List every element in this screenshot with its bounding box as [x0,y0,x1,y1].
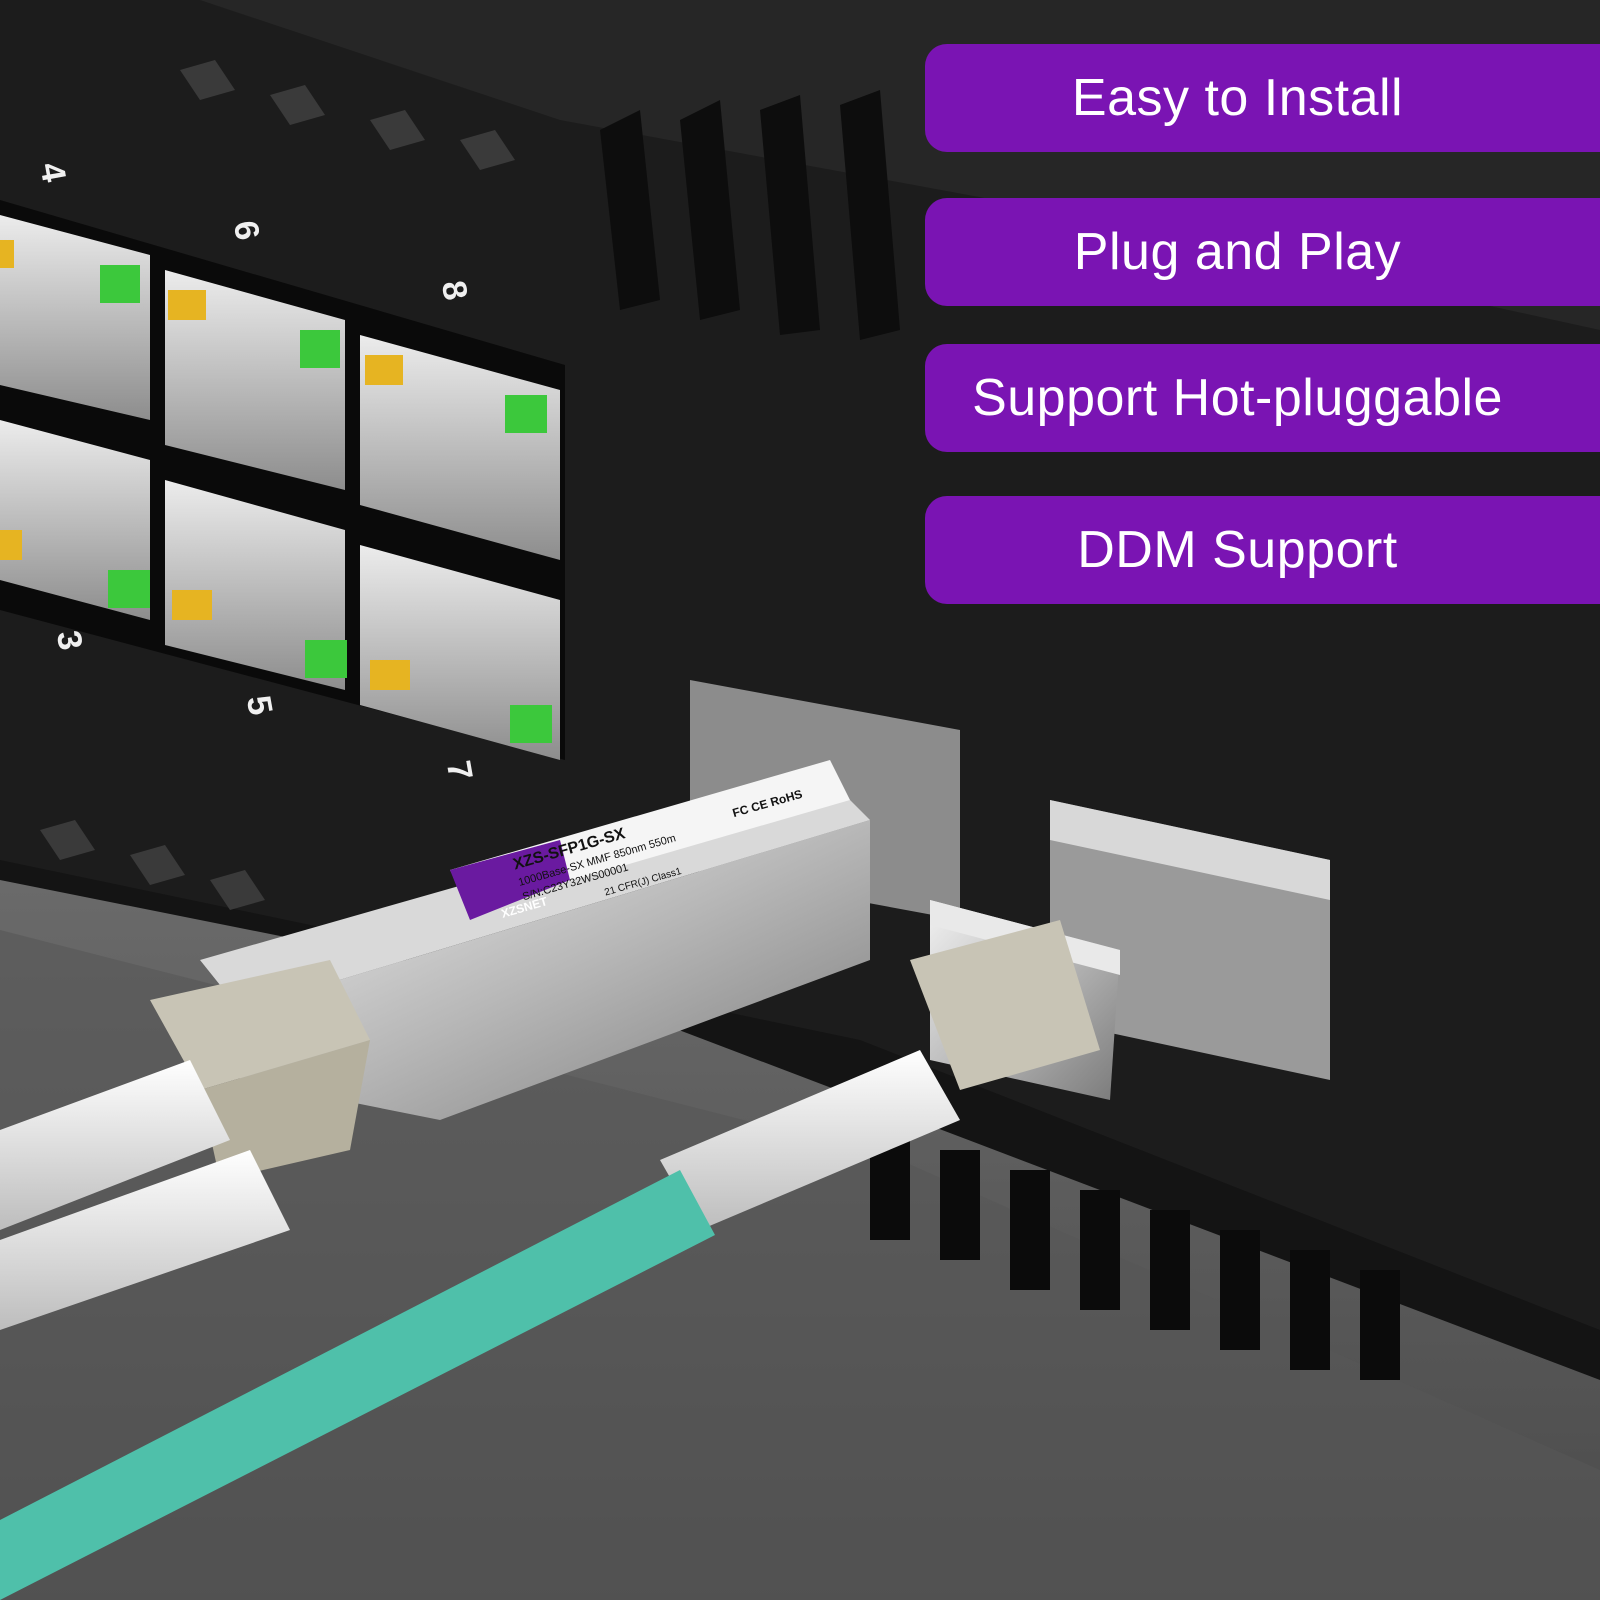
brand-tag [450,840,570,920]
feature-label: Easy to Install [1071,69,1404,127]
feature-badge-hot-pluggable: Support Hot-pluggable [925,344,1600,452]
white-fiber-cables [0,1060,290,1330]
feature-label: Plug and Play [1073,223,1402,281]
port-leds [0,240,552,743]
feature-badge-ddm-support: DDM Support [925,496,1600,604]
lc-connector-duplex [150,960,370,1180]
ethernet-ports [0,215,560,760]
sfp-module-main [240,820,870,1120]
heatsink-fins-top [600,90,900,340]
feature-label: DDM Support [1077,521,1398,579]
aqua-fiber-cable [0,1170,715,1600]
vent-slots [40,60,515,910]
heatsink-fins-bottom [870,1130,1400,1380]
feature-label: Support Hot-pluggable [972,369,1503,427]
lc-connector-simplex [910,920,1100,1090]
feature-badge-easy-install: Easy to Install [925,44,1600,152]
white-boot [660,1050,960,1230]
feature-badge-plug-and-play: Plug and Play [925,198,1600,306]
